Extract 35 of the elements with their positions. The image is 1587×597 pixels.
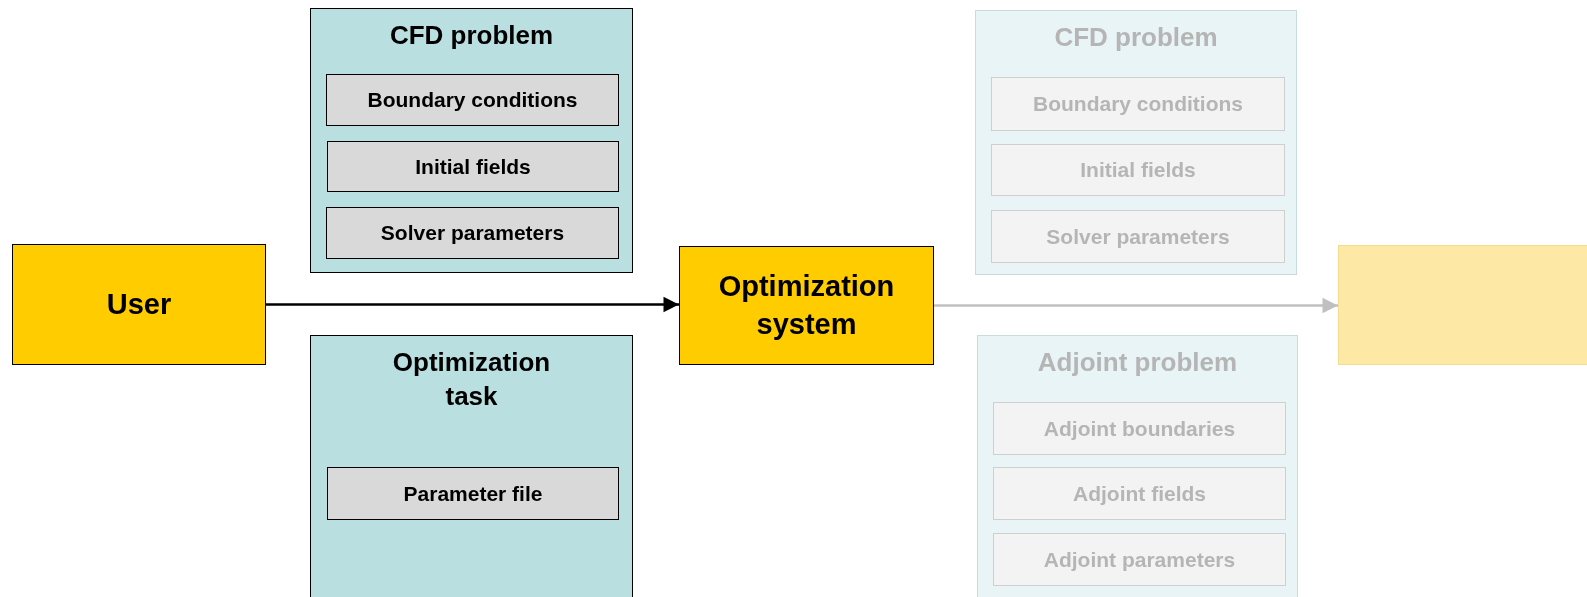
panel-heading: Adjoint problem xyxy=(1037,346,1238,379)
group-panel xyxy=(975,10,1297,275)
panel-heading: CFD problem xyxy=(389,19,554,52)
item-box xyxy=(993,467,1286,520)
box-label: Initial fields xyxy=(1080,157,1196,184)
box-label: Optimization system xyxy=(717,268,896,342)
group-panel xyxy=(310,335,633,597)
box-label: Parameter file xyxy=(403,480,543,507)
panel-heading: CFD problem xyxy=(1054,21,1218,54)
item-box xyxy=(327,467,619,520)
process-box xyxy=(12,244,266,365)
box-label: Solver parameters xyxy=(380,220,565,247)
item-box xyxy=(993,402,1286,455)
item-box xyxy=(991,77,1285,131)
item-box xyxy=(327,141,619,192)
group-panel xyxy=(977,335,1298,597)
panel-heading: Optimization task xyxy=(391,346,552,413)
box-label: Boundary conditions xyxy=(367,87,578,114)
item-box xyxy=(991,144,1285,196)
process-box xyxy=(679,246,934,365)
arrow xyxy=(266,296,679,313)
box-label: Solver parameters xyxy=(1046,223,1230,250)
group-panel xyxy=(310,8,633,273)
item-box xyxy=(991,210,1285,263)
box-label: Adjoint parameters xyxy=(1043,546,1236,573)
box-label: Initial fields xyxy=(415,153,531,180)
item-box xyxy=(326,74,619,126)
box-label: Adjoint fields xyxy=(1073,480,1206,507)
process-box xyxy=(1338,245,1587,365)
box-label: Boundary conditions xyxy=(1033,91,1243,118)
box-label: Adjoint boundaries xyxy=(1043,415,1236,442)
box-label: User xyxy=(106,286,172,322)
item-box xyxy=(326,207,619,259)
item-box xyxy=(993,533,1286,586)
arrow xyxy=(934,297,1338,314)
